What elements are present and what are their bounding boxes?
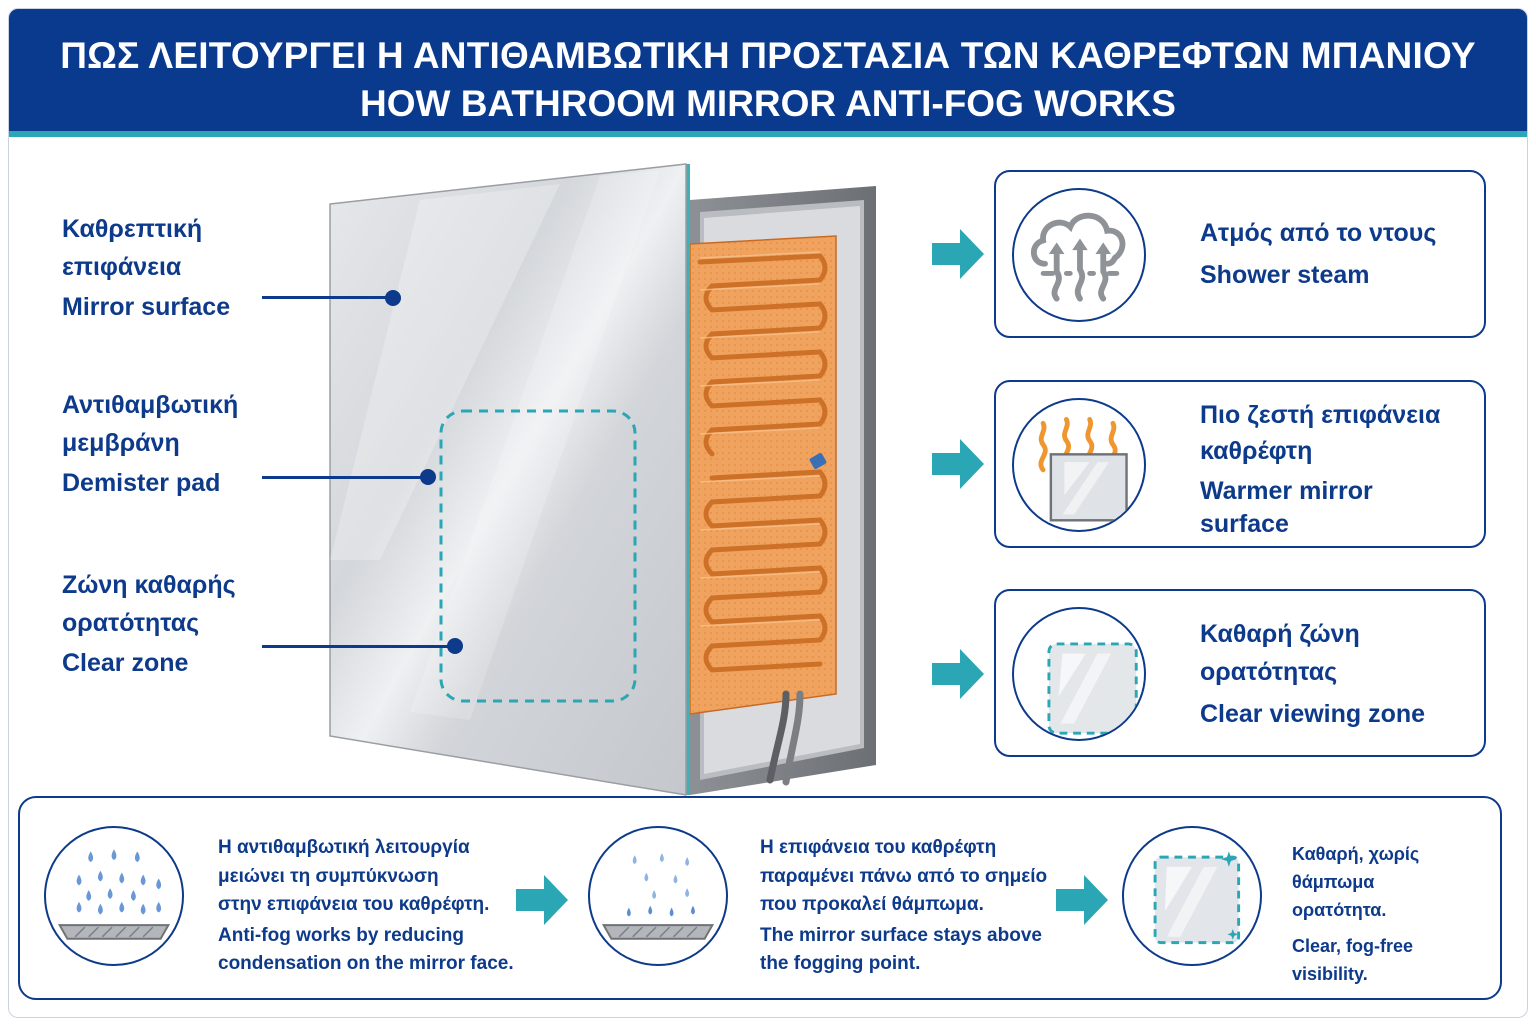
step3-en1: Clear, fog-free <box>1292 936 1414 956</box>
card1-greek: Ατμός από το ντους <box>1200 219 1437 247</box>
label-zone-gr2: ορατότητας <box>62 609 200 637</box>
label-pad-gr1: Αντιθαμβωτική <box>62 391 239 419</box>
label-mirror-gr1: Καθρεπτική <box>62 215 203 243</box>
clear-zone-icon <box>1012 607 1146 741</box>
label-clear-zone: Ζώνη καθαρής ορατότητας Clear zone <box>62 566 236 682</box>
step3-gr2: ορατότητα. <box>1292 900 1387 920</box>
card3-english: Clear viewing zone <box>1200 700 1426 728</box>
arrow-right-icon <box>932 439 984 489</box>
label-pad-en: Demister pad <box>62 469 221 497</box>
label-zone-en: Clear zone <box>62 649 189 677</box>
title-english: HOW BATHROOM MIRROR ANTI-FOG WORKS <box>360 83 1176 124</box>
card3-greek-1: Καθαρή ζώνη <box>1200 620 1360 648</box>
card2-english-1: Warmer mirror <box>1200 477 1373 505</box>
label-mirror-gr2: επιφάνεια <box>62 253 182 281</box>
leader-line-zone <box>262 645 454 648</box>
step2-en2: the fogging point. <box>760 953 921 974</box>
step2-en1: The mirror surface stays above <box>760 924 1042 946</box>
arrow-right-icon <box>516 875 568 925</box>
step1-en2: condensation on the mirror face. <box>218 953 514 974</box>
card-clear-zone: Καθαρή ζώνη ορατότητας Clear viewing zon… <box>994 589 1486 757</box>
label-pad-gr2: μεμβράνη <box>62 429 180 457</box>
label-zone-gr1: Ζώνη καθαρής <box>62 571 236 599</box>
step2-gr2: παραμένει πάνω από το σημείο <box>760 865 1048 887</box>
arrow-right-icon <box>1056 875 1108 925</box>
step1-gr3: στην επιφάνεια του καθρέφτη. <box>218 894 490 915</box>
card2-greek-2: καθρέφτη <box>1200 437 1313 465</box>
leader-dot-zone <box>447 638 463 654</box>
card1-english: Shower steam <box>1200 261 1370 289</box>
warm-mirror-icon <box>1012 398 1146 532</box>
step3-gr1: Καθαρή, χωρίς θάμπωμα <box>1292 844 1420 892</box>
title-greek: ΠΩΣ ΛΕΙΤΟΥΡΓΕΙ Η ΑΝΤΙΘΑΜΒΩΤΙΚΗ ΠΡΟΣΤΑΣΙΑ… <box>60 35 1476 76</box>
label-demister-pad: Αντιθαμβωτική μεμβράνη Demister pad <box>62 386 238 502</box>
leader-line-pad <box>262 476 428 479</box>
fewer-droplets-icon <box>588 826 728 966</box>
leader-dot-mirror <box>385 290 401 306</box>
label-mirror-en: Mirror surface <box>62 293 231 321</box>
step1-en1: Anti-fog works by reducing <box>218 924 464 946</box>
steam-cloud-icon <box>1012 188 1146 322</box>
card-warmer-mirror: Πιο ζεστή επιφάνεια καθρέφτη Warmer mirr… <box>994 380 1486 548</box>
title-banner: ΠΩΣ ΛΕΙΤΟΥΡΓΕΙ Η ΑΝΤΙΘΑΜΒΩΤΙΚΗ ΠΡΟΣΤΑΣΙΑ… <box>9 9 1527 137</box>
card-shower-steam: Ατμός από το ντους Shower steam <box>994 170 1486 338</box>
process-strip: Η αντιθαμβωτική λειτουργία μειώνει τη συ… <box>18 796 1502 1000</box>
step2-text: Η επιφάνεια του καθρέφτη παραμένει πάνω … <box>760 834 1047 979</box>
step2-gr1: Η επιφάνεια του καθρέφτη <box>760 837 997 858</box>
step1-text: Η αντιθαμβωτική λειτουργία μειώνει τη συ… <box>218 834 514 979</box>
leader-line-mirror <box>262 296 392 299</box>
card2-greek-1: Πιο ζεστή επιφάνεια <box>1200 401 1441 429</box>
label-mirror-surface: Καθρεπτική επιφάνεια Mirror surface <box>62 210 230 326</box>
card2-english-2: surface <box>1200 510 1289 538</box>
step3-en2: visibility. <box>1292 964 1368 984</box>
step3-text: Καθαρή, χωρίς θάμπωμα ορατότητα. Clear, … <box>1292 840 1500 988</box>
arrow-right-icon <box>932 649 984 699</box>
card3-greek-2: ορατότητας <box>1200 658 1338 686</box>
arrow-right-icon <box>932 229 984 279</box>
step2-gr3: που προκαλεί θάμπωμα. <box>760 894 984 915</box>
step1-gr1: Η αντιθαμβωτική λειτουργία <box>218 837 470 858</box>
leader-dot-pad <box>420 469 436 485</box>
clear-mirror-icon <box>1122 826 1262 966</box>
step1-gr2: μειώνει τη συμπύκνωση <box>218 865 439 887</box>
condensation-droplets-icon <box>44 826 184 966</box>
